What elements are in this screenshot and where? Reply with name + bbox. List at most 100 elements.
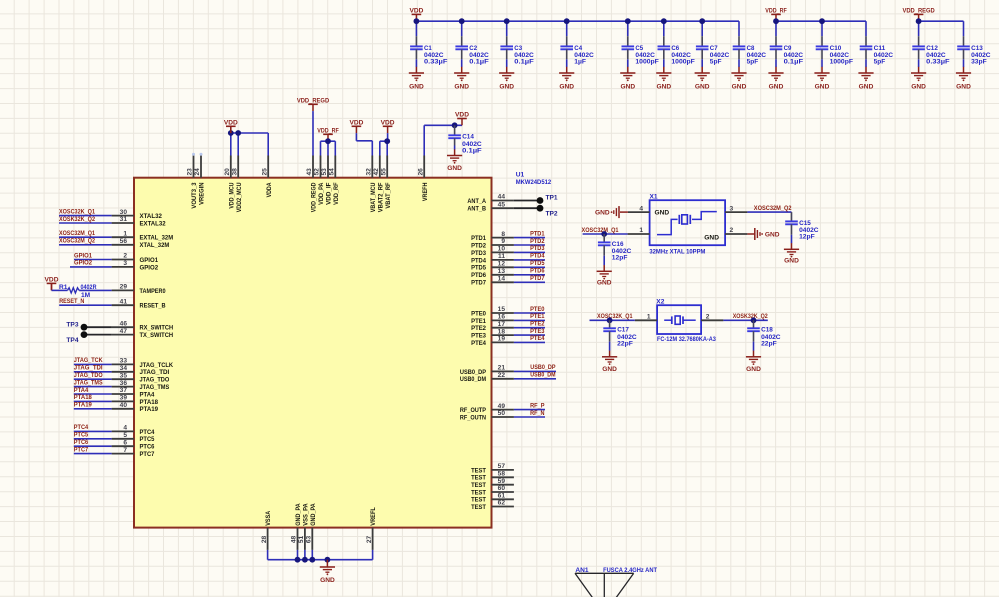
svg-text:PTE1: PTE1 xyxy=(471,318,486,325)
svg-text:GND_PA: GND_PA xyxy=(310,503,317,526)
svg-text:C12: C12 xyxy=(926,45,938,52)
svg-text:VDD_RF: VDD_RF xyxy=(333,183,340,205)
svg-text:PTA19: PTA19 xyxy=(74,402,92,409)
svg-text:X1: X1 xyxy=(650,193,658,200)
svg-text:VBAT_MCU: VBAT_MCU xyxy=(370,182,377,212)
svg-text:RF_P: RF_P xyxy=(530,402,545,409)
svg-text:4: 4 xyxy=(123,425,127,432)
svg-text:39: 39 xyxy=(120,395,128,402)
svg-text:GND: GND xyxy=(859,84,874,91)
svg-text:35: 35 xyxy=(120,372,128,379)
svg-text:62: 62 xyxy=(498,500,506,507)
svg-text:41: 41 xyxy=(120,298,128,305)
svg-text:XOSC32M_Q1: XOSC32M_Q1 xyxy=(582,227,619,234)
svg-text:21: 21 xyxy=(498,365,506,372)
svg-text:JTAG_TMS: JTAG_TMS xyxy=(74,379,103,386)
svg-text:15: 15 xyxy=(498,306,506,313)
svg-text:0.1µF: 0.1µF xyxy=(784,59,804,66)
svg-text:12pF: 12pF xyxy=(612,255,628,262)
svg-text:45: 45 xyxy=(498,201,506,208)
svg-text:27: 27 xyxy=(366,535,373,543)
svg-text:61: 61 xyxy=(498,493,506,500)
svg-text:XOSC32M_Q2: XOSC32M_Q2 xyxy=(754,205,792,212)
svg-text:GND: GND xyxy=(447,165,462,172)
svg-text:GPIO2: GPIO2 xyxy=(74,260,92,267)
svg-text:1: 1 xyxy=(647,314,651,321)
svg-text:USB0_DP: USB0_DP xyxy=(530,364,556,371)
svg-text:GND: GND xyxy=(732,84,747,91)
svg-text:TEST: TEST xyxy=(471,504,486,511)
svg-text:C17: C17 xyxy=(617,327,629,334)
svg-text:PTD6: PTD6 xyxy=(471,272,486,279)
svg-text:4: 4 xyxy=(639,205,643,212)
svg-text:5pF: 5pF xyxy=(710,59,722,66)
svg-text:FUSCA 2.4GHz ANT: FUSCA 2.4GHz ANT xyxy=(603,567,657,574)
svg-text:17: 17 xyxy=(498,321,506,328)
svg-text:0.33µF: 0.33µF xyxy=(926,59,949,66)
svg-text:0402C: 0402C xyxy=(514,52,534,59)
svg-text:43: 43 xyxy=(306,168,313,176)
svg-text:0402C: 0402C xyxy=(830,52,850,59)
svg-text:GND: GND xyxy=(320,577,335,584)
svg-text:5: 5 xyxy=(123,432,127,439)
svg-text:VBAT_RF: VBAT_RF xyxy=(385,183,392,209)
svg-text:1M: 1M xyxy=(81,292,91,299)
svg-text:VDDA: VDDA xyxy=(266,182,273,197)
svg-text:0402C: 0402C xyxy=(635,52,655,59)
svg-text:GND: GND xyxy=(559,84,574,91)
svg-text:VDD: VDD xyxy=(349,120,363,127)
svg-text:0402C: 0402C xyxy=(710,52,730,59)
svg-text:0402C: 0402C xyxy=(971,52,991,59)
svg-text:C13: C13 xyxy=(971,45,983,52)
svg-text:GND: GND xyxy=(656,84,671,91)
svg-text:TEST: TEST xyxy=(471,482,486,489)
svg-text:2: 2 xyxy=(123,253,127,260)
svg-text:1000pF: 1000pF xyxy=(671,59,694,66)
svg-text:ANT_B: ANT_B xyxy=(467,206,486,213)
svg-text:VSSA: VSSA xyxy=(265,511,272,526)
svg-text:JTAG_TDO: JTAG_TDO xyxy=(140,377,170,384)
svg-text:PTD2: PTD2 xyxy=(530,238,545,245)
svg-text:33: 33 xyxy=(120,358,128,365)
svg-text:PTD1: PTD1 xyxy=(471,235,486,242)
svg-text:PTA18: PTA18 xyxy=(74,394,92,401)
svg-text:GND: GND xyxy=(784,257,799,264)
svg-text:60: 60 xyxy=(498,485,506,492)
svg-text:20: 20 xyxy=(224,168,231,176)
svg-text:PTA4: PTA4 xyxy=(74,387,89,394)
svg-text:C11: C11 xyxy=(874,45,886,52)
svg-text:GPIO1: GPIO1 xyxy=(74,252,92,259)
svg-text:VSS_PA: VSS_PA xyxy=(303,503,310,526)
svg-text:37: 37 xyxy=(120,387,128,394)
svg-text:0402C: 0402C xyxy=(424,52,444,59)
svg-text:58: 58 xyxy=(498,471,506,478)
svg-text:48: 48 xyxy=(291,535,298,543)
svg-text:GND_PA: GND_PA xyxy=(295,503,302,526)
svg-text:JTAG_TCK: JTAG_TCK xyxy=(74,357,103,364)
svg-text:VDD: VDD xyxy=(45,277,59,284)
svg-text:C8: C8 xyxy=(747,45,755,52)
svg-text:44: 44 xyxy=(498,194,506,201)
svg-text:XOSK32K_Q2: XOSK32K_Q2 xyxy=(59,216,95,223)
svg-text:GND: GND xyxy=(765,231,780,238)
svg-text:22pF: 22pF xyxy=(617,340,633,347)
svg-text:0402C: 0402C xyxy=(799,227,819,234)
svg-text:XOSC32M_Q1: XOSC32M_Q1 xyxy=(59,230,95,237)
svg-text:59: 59 xyxy=(498,478,506,485)
svg-text:VREGIN: VREGIN xyxy=(199,182,206,205)
svg-text:22: 22 xyxy=(498,372,506,379)
svg-text:PTC5: PTC5 xyxy=(140,436,155,443)
svg-text:TEST: TEST xyxy=(471,497,486,504)
svg-text:USB0_DM: USB0_DM xyxy=(460,376,487,383)
svg-text:PTD4: PTD4 xyxy=(471,257,486,264)
svg-text:PTE1: PTE1 xyxy=(530,313,545,320)
svg-text:GPIO2: GPIO2 xyxy=(140,264,159,271)
svg-text:JTAG_TDI: JTAG_TDI xyxy=(74,365,103,372)
svg-text:63: 63 xyxy=(306,535,313,543)
svg-text:0.1µF: 0.1µF xyxy=(469,59,489,66)
svg-text:0.1µF: 0.1µF xyxy=(514,59,534,66)
svg-text:PTD2: PTD2 xyxy=(471,242,486,249)
svg-text:PTD3: PTD3 xyxy=(471,250,486,257)
svg-text:1µF: 1µF xyxy=(574,59,586,66)
svg-text:GND: GND xyxy=(695,84,710,91)
